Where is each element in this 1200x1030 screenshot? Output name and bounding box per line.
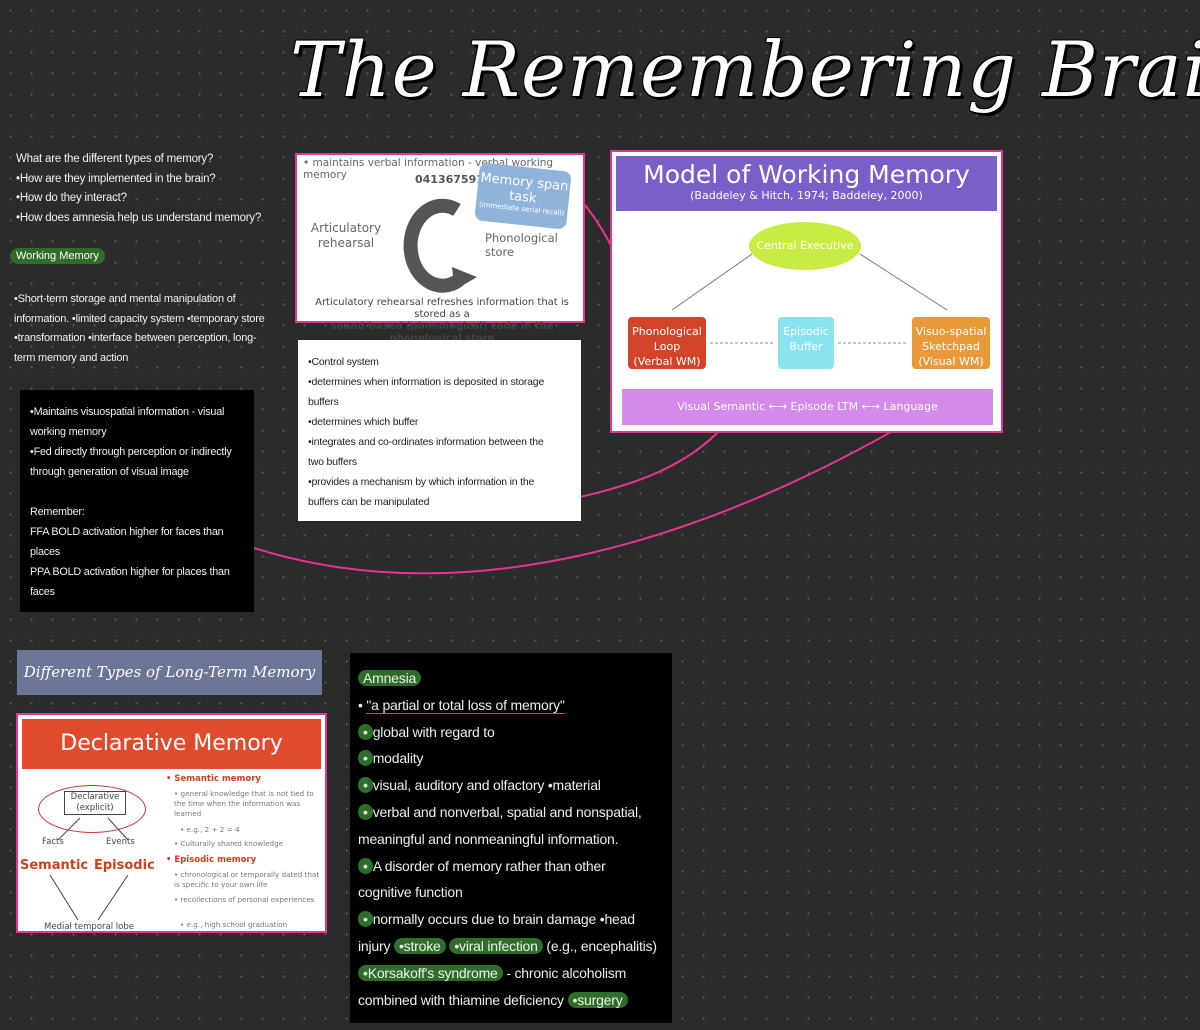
episodic-memory-head: • Episodic memory bbox=[166, 855, 257, 865]
phonological-store-label: Phonological store bbox=[485, 231, 558, 259]
declarative-node: Declarative (explicit) bbox=[64, 791, 126, 815]
vs-line: •Fed directly through perception or indi… bbox=[30, 446, 232, 458]
node-line: Buffer bbox=[789, 340, 823, 353]
wm-model-header: Model of Working Memory (Baddeley & Hitc… bbox=[616, 156, 997, 211]
surgery-highlight: •surgery bbox=[567, 991, 628, 1008]
loop-arrow-icon bbox=[403, 198, 477, 293]
question-item: What are the different types of memory? bbox=[16, 153, 214, 165]
vs-line: places bbox=[30, 546, 61, 558]
phono-caption-line: Articulatory rehearsal refreshes informa… bbox=[315, 297, 569, 320]
node-line: Loop bbox=[653, 340, 681, 353]
control-system-box[interactable]: •Control system •determines when informa… bbox=[298, 340, 581, 521]
control-line: buffers can be manipulated bbox=[308, 496, 430, 508]
amnesia-line: meaningful and nonmeaningful information… bbox=[358, 830, 619, 847]
facts-label: Facts bbox=[42, 837, 64, 847]
semantic-memory-head: • Semantic memory bbox=[166, 774, 261, 784]
korsakoff-highlight: •Korsakoff's syndrome bbox=[358, 964, 503, 981]
page-title: The Remembering Brain bbox=[290, 25, 1200, 114]
control-line: two buffers bbox=[308, 456, 357, 468]
amnesia-line: A disorder of memory rather than other bbox=[372, 857, 606, 874]
vs-line: Remember: bbox=[30, 506, 85, 518]
control-line: •determines which buffer bbox=[308, 416, 419, 428]
wm-note-line: information. •limited capacity system •t… bbox=[14, 312, 265, 325]
control-line: buffers bbox=[308, 396, 339, 408]
questions-list: What are the different types of memory? … bbox=[16, 150, 276, 228]
episodic-detail: • chronological or temporally dated that… bbox=[174, 870, 320, 889]
amnesia-text: (e.g., encephalitis) bbox=[546, 937, 657, 954]
phonological-loop-image[interactable]: • maintains verbal information - verbal … bbox=[295, 153, 585, 344]
amnesia-text: - chronic alcoholism bbox=[502, 964, 627, 981]
declarative-ellipse bbox=[38, 785, 146, 833]
visuospatial-notes-box[interactable]: •Maintains visuospatial information - vi… bbox=[20, 390, 254, 612]
control-line: •integrates and co-ordinates information… bbox=[308, 436, 544, 448]
visuospatial-sketchpad-node: Visuo-spatial Sketchpad (Visual WM) bbox=[912, 317, 990, 369]
episodic-detail: • e.g., high school graduation bbox=[180, 920, 288, 929]
node-line: Visuo-spatial bbox=[915, 325, 987, 338]
semantic-detail: • Culturally shared knowledge bbox=[174, 839, 284, 848]
node-line: (Verbal WM) bbox=[633, 355, 701, 368]
semantic-detail: • e.g., 2 + 2 = 4 bbox=[180, 825, 240, 834]
amnesia-line: global with regard to bbox=[372, 723, 495, 740]
amnesia-title: Amnesia bbox=[358, 670, 422, 686]
question-item: •How does amnesia help us understand mem… bbox=[16, 211, 262, 224]
ltm-bar: Visual Semantic ←→ Episode LTM ←→ Langua… bbox=[622, 389, 993, 425]
vs-line: PPA BOLD activation higher for places th… bbox=[30, 566, 230, 578]
vs-line: •Maintains visuospatial information - vi… bbox=[30, 406, 225, 418]
wm-model-subtitle: (Baddeley & Hitch, 1974; Baddeley, 2000) bbox=[690, 189, 923, 202]
amnesia-line: modality bbox=[372, 750, 424, 767]
events-label: Events bbox=[106, 837, 135, 847]
episodic-detail: • recollections of personal experiences bbox=[174, 895, 315, 904]
control-line: •determines when information is deposite… bbox=[308, 376, 545, 388]
wm-note-line: •transformation •interface between perce… bbox=[14, 332, 257, 344]
working-memory-tag: Working Memory bbox=[10, 248, 105, 264]
node-line: Phonological bbox=[632, 325, 702, 338]
vs-line: faces bbox=[30, 586, 55, 598]
connector-visuo bbox=[253, 374, 986, 575]
semantic-label: Semantic bbox=[20, 858, 89, 873]
amnesia-line: normally occurs due to brain damage •hea… bbox=[372, 911, 635, 928]
node-line: Episodic bbox=[783, 325, 829, 338]
control-line: •Control system bbox=[308, 356, 379, 368]
question-item: •How are they implemented in the brain? bbox=[16, 172, 216, 185]
node-line: Sketchpad bbox=[922, 340, 980, 353]
amnesia-quote: "a partial or total loss of memory" bbox=[366, 696, 565, 714]
phono-caption-line: sound-based (phonological) code in the p… bbox=[330, 321, 554, 344]
wm-model-title: Model of Working Memory bbox=[643, 160, 970, 189]
vs-line: FFA BOLD activation higher for faces tha… bbox=[30, 526, 224, 538]
central-executive-node: Central Executive bbox=[749, 222, 861, 270]
declarative-memory-image[interactable]: Declarative Memory Declarative (explicit… bbox=[16, 713, 327, 933]
phono-caption: Articulatory rehearsal refreshes informa… bbox=[299, 297, 585, 345]
wm-note-line: term memory and action bbox=[14, 351, 129, 364]
question-item: •How do they interact? bbox=[16, 192, 127, 204]
stroke-highlight: •stroke bbox=[393, 937, 446, 954]
declarative-title: Declarative Memory bbox=[22, 719, 321, 769]
wm-model-arrows bbox=[671, 253, 948, 344]
working-memory-model-image[interactable]: Model of Working Memory (Baddeley & Hitc… bbox=[610, 150, 1003, 433]
amnesia-line: verbal and nonverbal, spatial and nonspa… bbox=[372, 803, 642, 820]
amnesia-notes-box[interactable]: Amnesia • "a partial or total loss of me… bbox=[350, 653, 672, 1023]
vs-line: working memory bbox=[30, 426, 107, 438]
memory-span-bubble: Memory span task (immediate serial recal… bbox=[474, 162, 572, 230]
semantic-detail: • general knowledge that is not tied to … bbox=[174, 789, 314, 818]
episodic-buffer-node: Episodic Buffer bbox=[778, 317, 834, 369]
amnesia-text: combined with thiamine deficiency bbox=[358, 991, 564, 1008]
episodic-label: Episodic bbox=[94, 858, 155, 873]
articulatory-label: Articulatory rehearsal bbox=[310, 221, 382, 250]
node-line: (Visual WM) bbox=[918, 355, 984, 368]
declarative-tree-lines bbox=[49, 817, 129, 921]
amnesia-line: cognitive function bbox=[358, 884, 463, 901]
wm-notes: •Short-term storage and mental manipulat… bbox=[14, 290, 284, 368]
amnesia-line: visual, auditory and olfactory •material bbox=[372, 777, 601, 794]
phonological-loop-node: Phonological Loop (Verbal WM) bbox=[628, 317, 706, 369]
medial-temporal-label: Medial temporal lobe bbox=[44, 922, 134, 932]
ltm-banner[interactable]: Different Types of Long-Term Memory bbox=[17, 650, 322, 695]
wm-note-line: •Short-term storage and mental manipulat… bbox=[14, 293, 236, 305]
phono-number: 0413675917 bbox=[415, 173, 492, 186]
control-line: •provides a mechanism by which informati… bbox=[308, 476, 535, 488]
amnesia-text: injury bbox=[358, 937, 391, 954]
viral-highlight: •viral infection bbox=[449, 937, 543, 954]
vs-line: through generation of visual image bbox=[30, 466, 189, 478]
vs-line bbox=[30, 482, 244, 502]
